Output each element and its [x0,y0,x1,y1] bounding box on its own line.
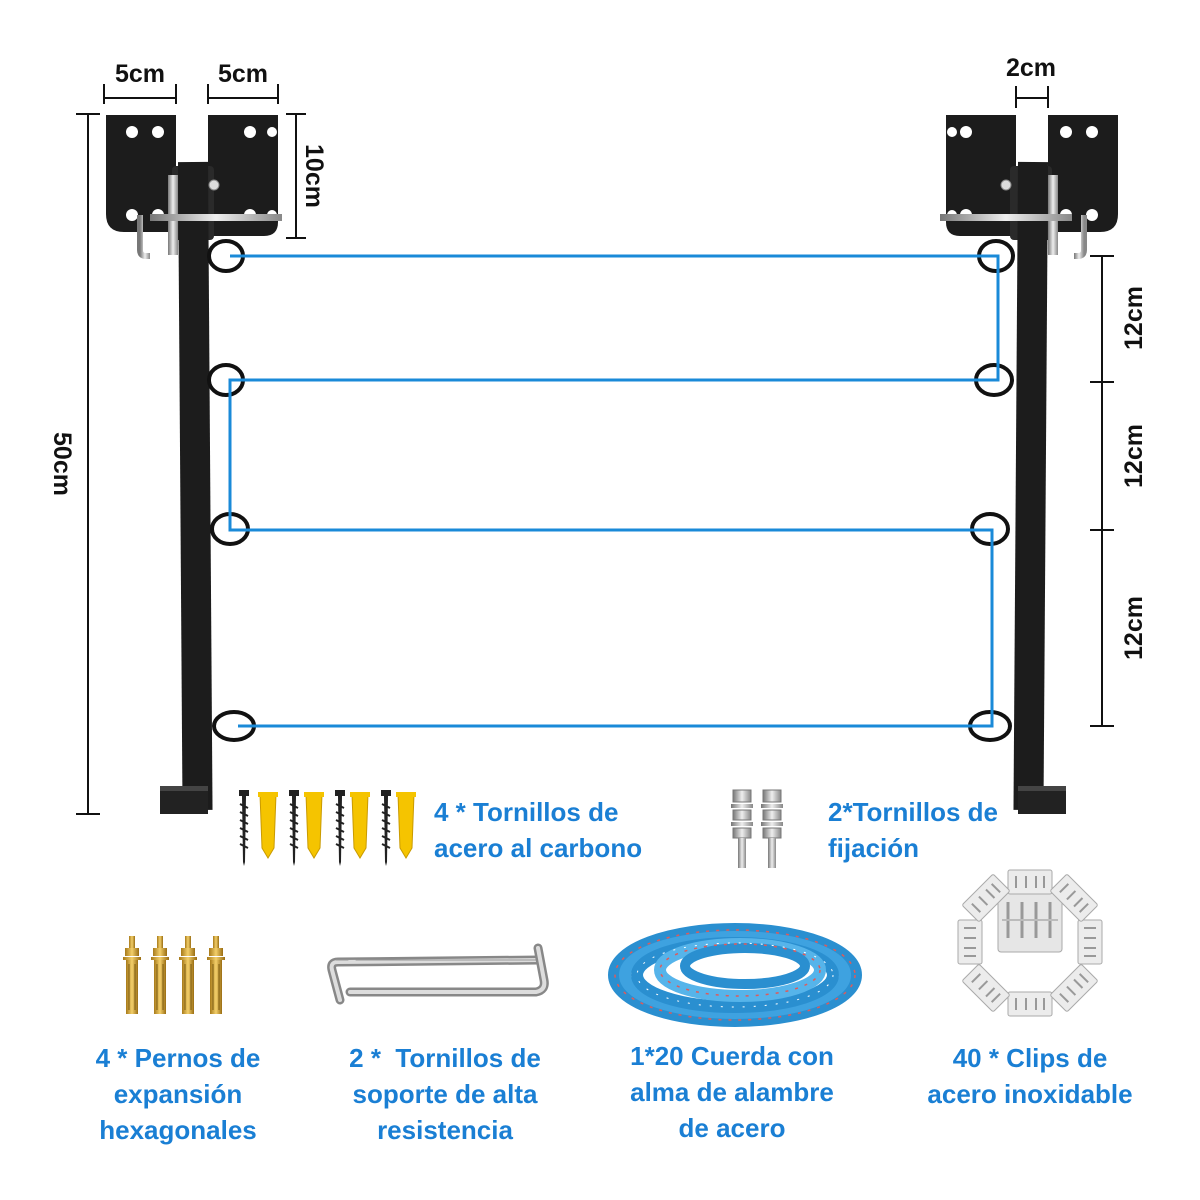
bracket-left-icon [106,115,282,814]
screw-icon [381,790,391,866]
clips-group [957,869,1103,1017]
caption-line: 40 * Clips de [952,1043,1108,1073]
clip-icon [1050,874,1098,922]
caption-line: fijación [828,833,920,863]
dim-bracket-height: 10cm [300,144,328,208]
caption-line: 2*Tornillos de [828,797,998,827]
fixing-bolts-group [731,789,783,868]
screw-icon [239,790,249,866]
caption-line: alma de alambre [630,1077,834,1107]
clip-icon [997,887,1063,953]
wall-anchor-icon [396,792,416,859]
screw-icon [335,790,345,866]
carbon-screws-group [239,790,416,866]
clip-icon [962,874,1010,922]
wall-anchor-icon [304,792,324,859]
expansion-bolt-icon [207,936,225,1014]
caption-line: 1*20 Cuerda con [630,1041,834,1071]
hex-bolt-icon [761,789,783,868]
caption-line: 2 * Tornillos de [349,1043,541,1073]
dim-spacing-2: 12cm [1120,424,1148,488]
dim-total-height: 50cm [48,432,76,496]
caption-line: resistencia [377,1115,513,1145]
expansion-bolt-icon [123,936,141,1014]
caption-line: acero inoxidable [927,1079,1133,1109]
clip-icon [1007,991,1053,1017]
caption-support-screws: 2 * Tornillos de soporte de alta resiste… [322,1040,568,1148]
rings [207,239,1015,742]
wall-anchor-icon [350,792,370,859]
wall-anchor-icon [258,792,278,859]
dimension-lines [76,84,1114,815]
caption-expansion-bolts: 4 * Pernos de expansión hexagonales [68,1040,288,1148]
clip-icon [1007,869,1053,895]
caption-fixing-screws: 2*Tornillos de fijación [828,794,1048,866]
bracket-right-icon [940,115,1118,814]
expansion-bolt-icon [151,936,169,1014]
caption-rope: 1*20 Cuerda con alma de alambre de acero [610,1038,854,1146]
caption-line: expansión [113,1079,243,1109]
caption-line: de acero [678,1113,786,1143]
caption-line: hexagonales [99,1115,257,1145]
l-bolt-icon [345,943,549,997]
clip-icon [1077,919,1103,965]
expansion-bolt-icon [179,936,197,1014]
rope-coil-icon [608,923,862,1027]
caption-line: acero al carbono [434,833,643,863]
clip-icon [962,964,1010,1012]
dimension-labels: 5cm 5cm 2cm 10cm 50cm 12cm 12cm 12cm [48,54,1148,660]
clip-icon [1050,964,1098,1012]
dim-left-plate-width: 5cm [218,60,268,88]
caption-line: soporte de alta [352,1079,538,1109]
rope-path [228,254,1000,728]
caption-carbon-screws: 4 * Tornillos de acero al carbono [434,794,694,866]
hex-bolt-icon [731,789,753,868]
screw-icon [289,790,299,866]
caption-line: 4 * Pernos de [95,1043,261,1073]
l-bolts-group [327,943,549,1005]
dim-spacing-3: 12cm [1120,596,1148,660]
dim-left-bracket-width: 5cm [115,60,165,88]
clip-icon [957,919,983,965]
caption-clips: 40 * Clips de acero inoxidable [914,1040,1146,1112]
caption-line: 4 * Tornillos de [434,797,619,827]
dim-right-gap: 2cm [1006,54,1056,82]
expansion-bolts-group [123,936,225,1014]
dim-spacing-1: 12cm [1120,286,1148,350]
